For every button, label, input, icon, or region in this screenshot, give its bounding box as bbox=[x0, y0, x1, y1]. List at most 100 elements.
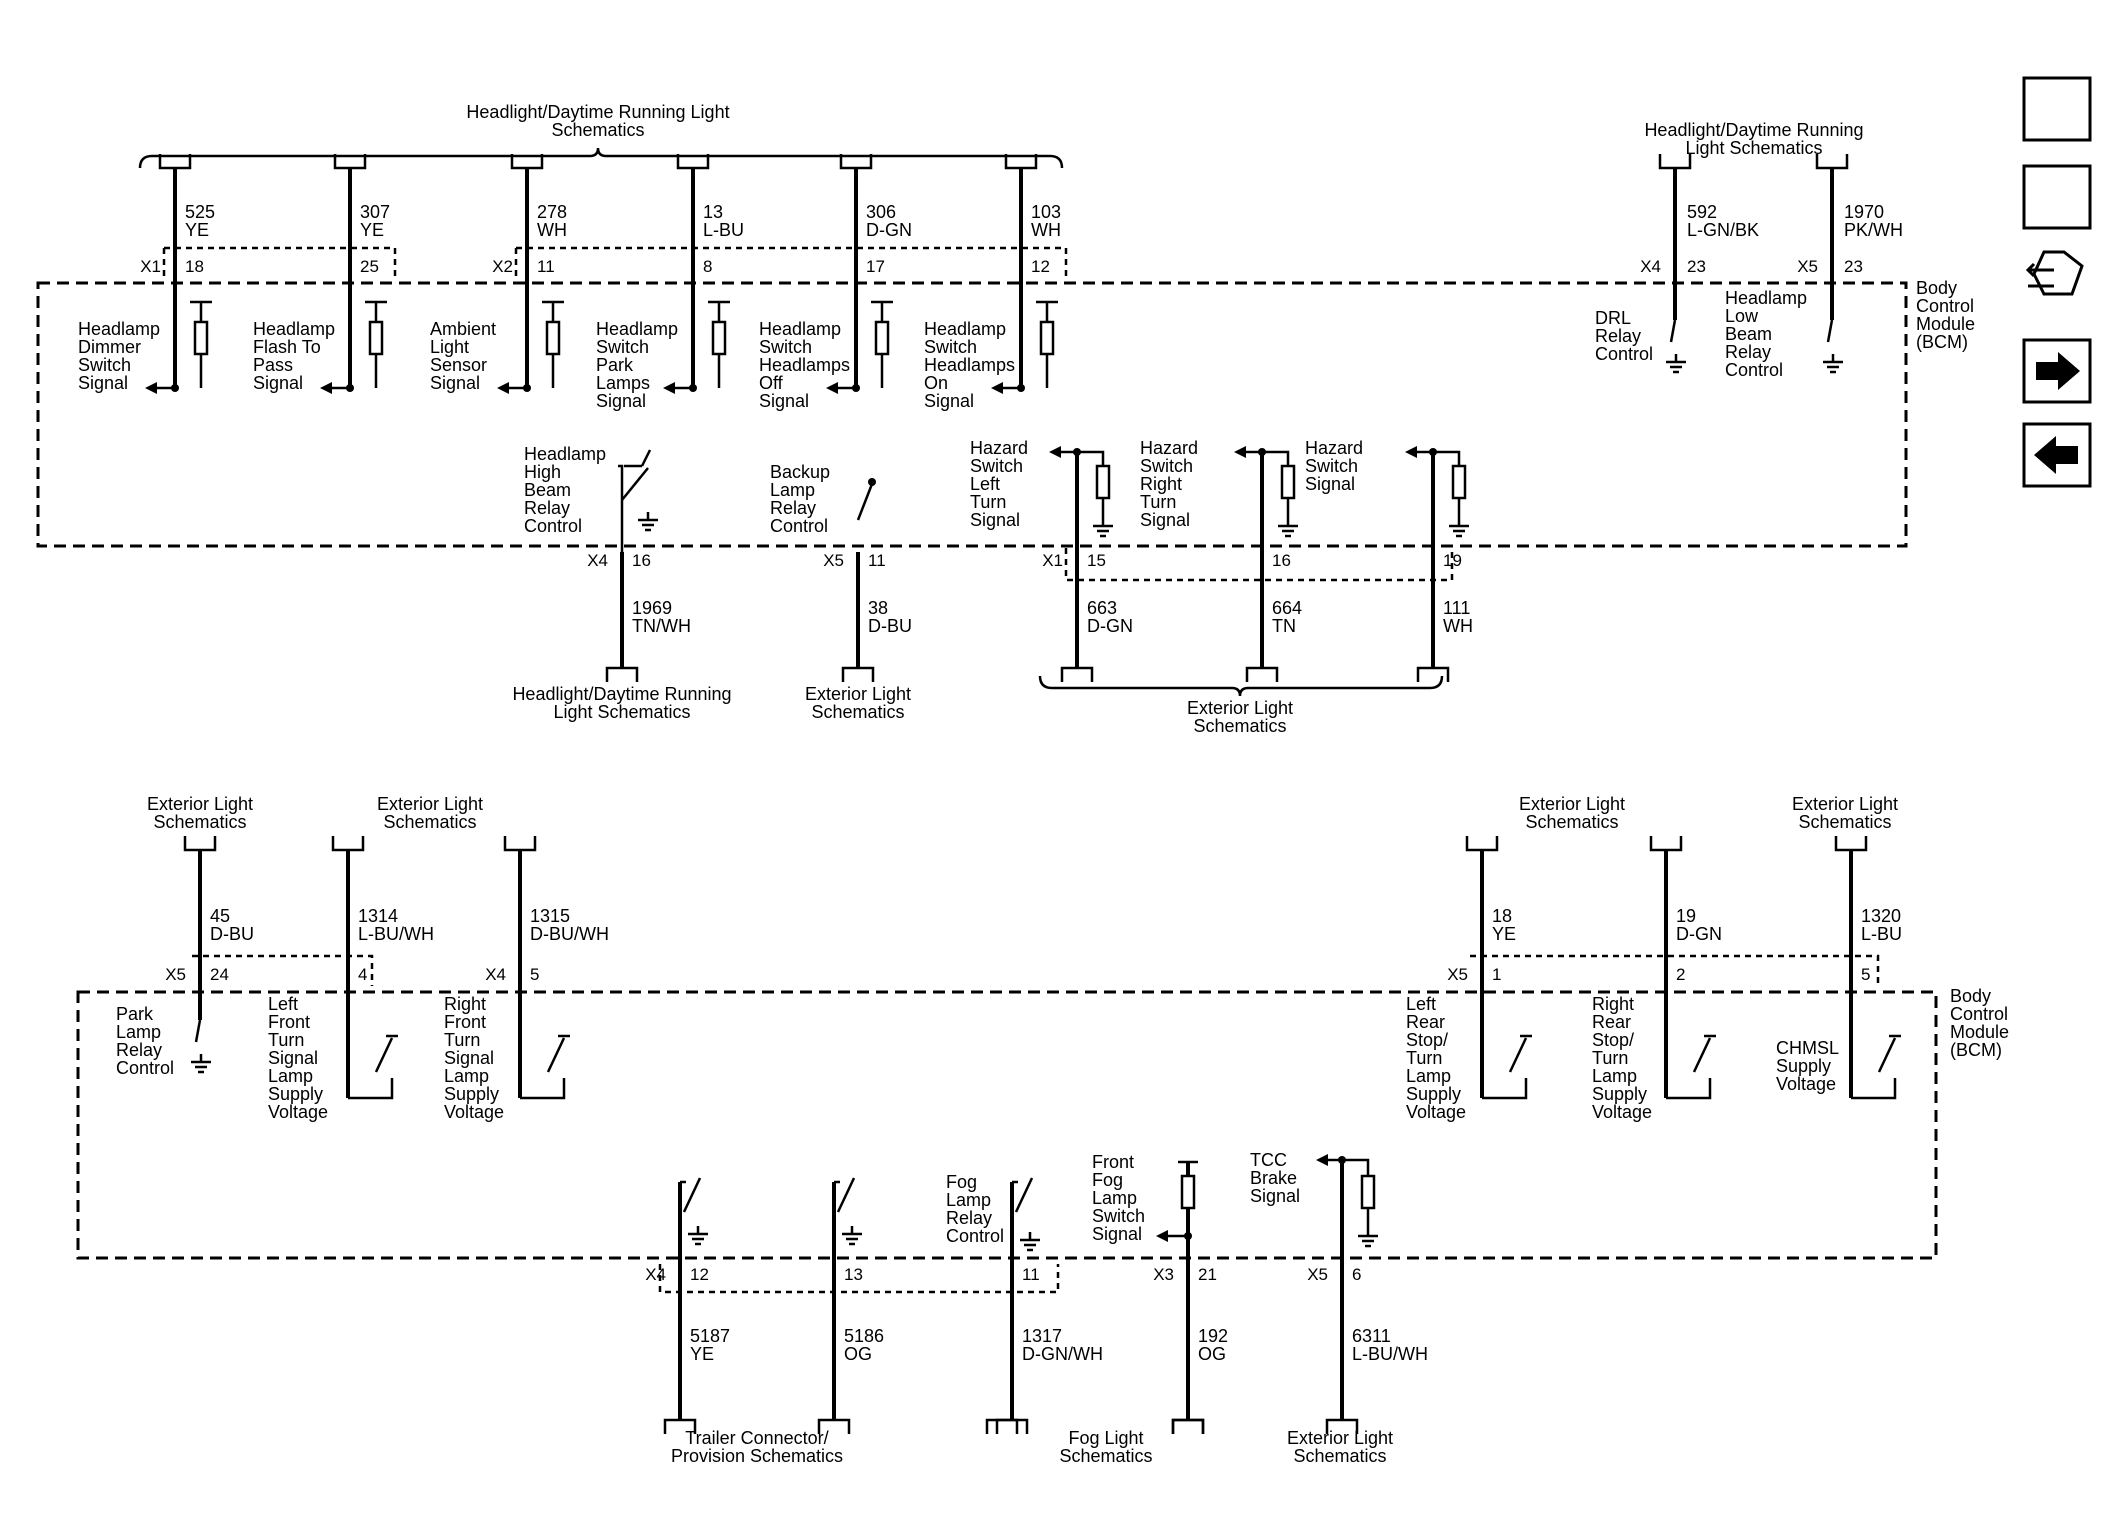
connector-terminal bbox=[605, 666, 639, 682]
signal-label: Switch bbox=[759, 337, 812, 357]
connector-terminal bbox=[1245, 666, 1279, 682]
signal-label: Sensor bbox=[430, 355, 487, 375]
arrow-left-icon[interactable] bbox=[2034, 436, 2078, 474]
connector-icon[interactable] bbox=[2025, 250, 2084, 296]
wire-color: YE bbox=[185, 220, 209, 240]
splice-dot bbox=[1184, 1232, 1192, 1240]
signal-arrow bbox=[1316, 1154, 1328, 1166]
module-label: (BCM) bbox=[1916, 332, 1968, 352]
wire-color: TN/WH bbox=[632, 616, 691, 636]
connector-boundary bbox=[514, 248, 1068, 278]
switch-contact bbox=[834, 1177, 856, 1213]
signal-arrow bbox=[1156, 1230, 1168, 1242]
signal-label: Right bbox=[444, 994, 486, 1014]
resistor-icon bbox=[545, 320, 561, 356]
signal-label: Hazard bbox=[1305, 438, 1363, 458]
switch-contact bbox=[1669, 319, 1677, 343]
circuit-number: 278 bbox=[537, 202, 567, 222]
ground-symbol bbox=[1093, 518, 1113, 538]
footer-label: Headlight/Daytime Running bbox=[512, 684, 731, 704]
module-label: Body bbox=[1950, 986, 1991, 1006]
signal-label: Left bbox=[970, 474, 1000, 494]
connector-id: X4 bbox=[1640, 257, 1661, 276]
signal-label: Supply bbox=[1406, 1084, 1461, 1104]
signal-label: Headlamp bbox=[924, 319, 1006, 339]
signal-label: Voltage bbox=[444, 1102, 504, 1122]
module-label: Module bbox=[1950, 1022, 2009, 1042]
supply-switch bbox=[348, 1034, 398, 1100]
signal-label: Supply bbox=[444, 1084, 499, 1104]
signal-arrow bbox=[1049, 446, 1061, 458]
signal-label: Headlamp bbox=[524, 444, 606, 464]
signal-label: Switch bbox=[1305, 456, 1358, 476]
pin-number: 11 bbox=[1022, 1265, 1040, 1284]
footer-label: Schematics bbox=[1193, 716, 1286, 736]
circuit-number: 38 bbox=[868, 598, 888, 618]
signal-label: Lamp bbox=[268, 1066, 313, 1086]
wire-color: D-GN bbox=[866, 220, 912, 240]
signal-label: Stop/ bbox=[1406, 1030, 1448, 1050]
signal-label: Signal bbox=[1092, 1224, 1142, 1244]
wire-color: D-BU bbox=[210, 924, 254, 944]
arrow-right-icon[interactable] bbox=[2036, 352, 2080, 390]
resistor-icon bbox=[1095, 464, 1111, 500]
signal-arrow bbox=[663, 382, 675, 394]
signal-label: Headlamp bbox=[596, 319, 678, 339]
ground-symbol bbox=[842, 1226, 862, 1246]
splice-dot bbox=[1017, 384, 1025, 392]
connector-id: X5 bbox=[1447, 965, 1468, 984]
signal-label: Right bbox=[1592, 994, 1634, 1014]
signal-label: Supply bbox=[1776, 1056, 1831, 1076]
header-label: Exterior Light bbox=[147, 794, 253, 814]
ground-symbol bbox=[1020, 1232, 1040, 1252]
wire-color: OG bbox=[844, 1344, 872, 1364]
signal-label: Switch bbox=[970, 456, 1023, 476]
signal-label: Headlamps bbox=[924, 355, 1015, 375]
header-label: Headlight/Daytime Running bbox=[1644, 120, 1863, 140]
signal-label: Flash To bbox=[253, 337, 321, 357]
ground-symbol bbox=[191, 1054, 211, 1074]
wire-color: L-BU bbox=[703, 220, 744, 240]
signal-label: Relay bbox=[770, 498, 816, 518]
connector-terminal bbox=[331, 836, 365, 852]
ground-symbol bbox=[688, 1226, 708, 1246]
header-label: Exterior Light bbox=[1792, 794, 1898, 814]
supply-switch bbox=[520, 1034, 570, 1100]
wire-color: D-BU bbox=[868, 616, 912, 636]
circuit-number: 192 bbox=[1198, 1326, 1228, 1346]
schematic-lines bbox=[36, 147, 1938, 1434]
pin-number: 19 bbox=[1443, 551, 1462, 570]
pin-number: 12 bbox=[1031, 257, 1050, 276]
circuit-number: 1320 bbox=[1861, 906, 1901, 926]
module-label: Body bbox=[1916, 278, 1957, 298]
pullup-line bbox=[1433, 450, 1461, 466]
signal-label: Right bbox=[1140, 474, 1182, 494]
wire-color: PK/WH bbox=[1844, 220, 1903, 240]
signal-label: Lamp bbox=[946, 1190, 991, 1210]
footer-label: Trailer Connector/ bbox=[685, 1428, 828, 1448]
desc-button[interactable] bbox=[2022, 164, 2092, 230]
resistor-icon bbox=[1180, 1174, 1196, 1210]
signal-label: Switch bbox=[924, 337, 977, 357]
pin-number: 11 bbox=[537, 257, 555, 276]
navigation-buttons[interactable] bbox=[2022, 76, 2092, 488]
footer-label: Exterior Light bbox=[805, 684, 911, 704]
signal-label: Hazard bbox=[1140, 438, 1198, 458]
signal-label: Front bbox=[1092, 1152, 1134, 1172]
signal-label: Relay bbox=[116, 1040, 162, 1060]
connector-id: X5 bbox=[165, 965, 186, 984]
footer-label: Fog Light bbox=[1068, 1428, 1143, 1448]
pullup-line bbox=[1342, 1158, 1370, 1176]
connector-terminal bbox=[1834, 836, 1868, 852]
signal-label: Control bbox=[946, 1226, 1004, 1246]
supply-switch bbox=[1851, 1034, 1901, 1100]
switch-contact bbox=[680, 1177, 702, 1213]
connector-id: X1 bbox=[1042, 551, 1063, 570]
header-label: Exterior Light bbox=[377, 794, 483, 814]
signal-label: Pass bbox=[253, 355, 293, 375]
signal-label: Front bbox=[444, 1012, 486, 1032]
wire-color: L-BU/WH bbox=[1352, 1344, 1428, 1364]
signal-label: Switch bbox=[1092, 1206, 1145, 1226]
pin-number: 17 bbox=[866, 257, 885, 276]
loc-button[interactable] bbox=[2022, 76, 2092, 142]
